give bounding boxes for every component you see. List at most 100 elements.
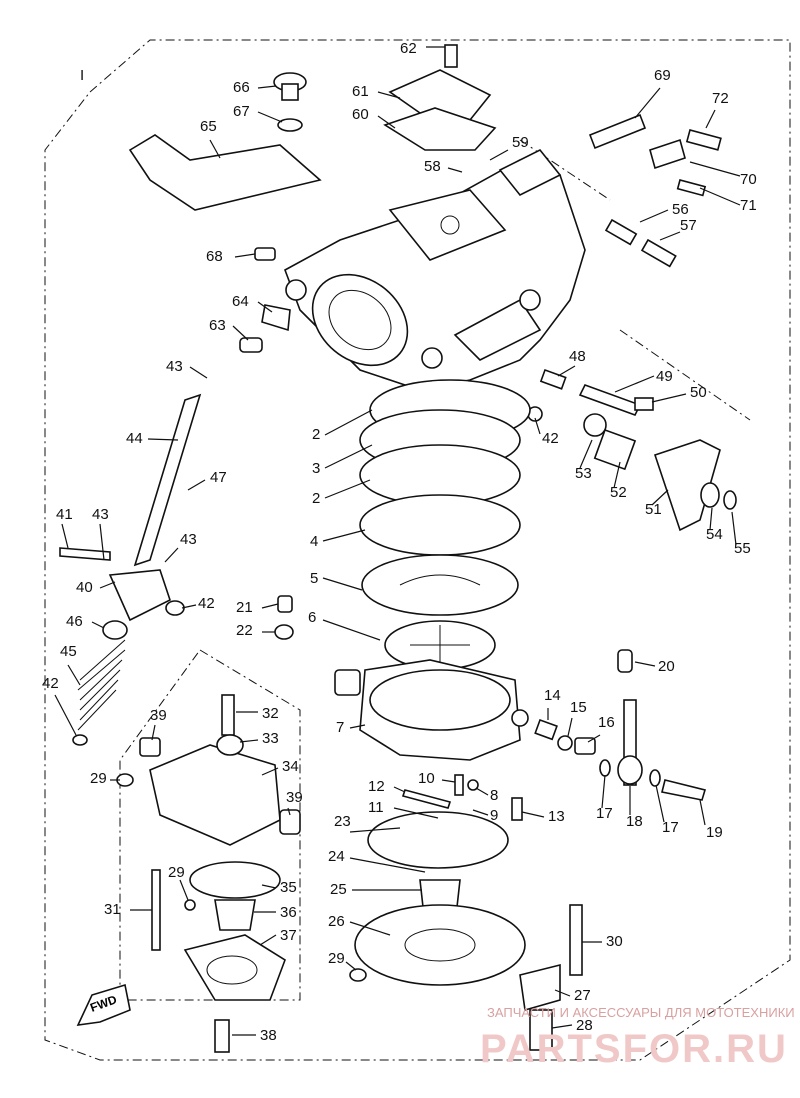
leader-line-55 [731, 511, 737, 546]
callout-label-28: 28 [576, 1017, 593, 1034]
leader-line-45 [67, 664, 81, 686]
leader-line-60 [377, 115, 396, 129]
leader-line-42 [534, 417, 541, 435]
callout-label-21: 21 [236, 599, 253, 616]
callout-label-29: 29 [90, 770, 107, 787]
leader-line-39 [287, 807, 291, 816]
leader-line-33 [239, 739, 259, 743]
callout-label-2: 2 [312, 426, 320, 443]
leader-line-43 [189, 366, 208, 379]
bracket-65 [128, 72, 322, 211]
callout-label-49: 49 [656, 368, 673, 385]
carburetor-body [284, 148, 586, 391]
callout-label-31: 31 [104, 901, 121, 918]
callout-label-67: 67 [233, 103, 250, 120]
callout-label-42: 42 [542, 430, 559, 447]
leader-line-40 [99, 581, 116, 589]
leader-line-72 [705, 109, 716, 129]
watermark-logo: PARTSFOR.RU [480, 1027, 788, 1071]
callout-label-63: 63 [209, 317, 226, 334]
callout-label-43: 43 [166, 358, 183, 375]
callout-label-39: 39 [150, 707, 167, 724]
callout-label-71: 71 [740, 197, 757, 214]
callout-label-43: 43 [180, 531, 197, 548]
leader-line-2 [324, 409, 373, 436]
leader-line-5 [322, 577, 363, 591]
callout-label-19: 19 [706, 824, 723, 841]
leader-line-68 [234, 253, 256, 258]
leader-line-65 [209, 139, 221, 159]
callout-label-55: 55 [734, 540, 751, 557]
boundary-frame [44, 39, 791, 1061]
callout-label-32: 32 [262, 705, 279, 722]
leader-line-42 [181, 604, 197, 609]
leader-line-53 [579, 439, 593, 469]
callout-label-37: 37 [280, 927, 297, 944]
leader-line-58 [447, 167, 463, 173]
leader-line-48 [557, 365, 576, 377]
callout-label-27: 27 [574, 987, 591, 1004]
leader-line-15 [567, 717, 573, 737]
callout-label-40: 40 [76, 579, 93, 596]
leader-line-51 [651, 489, 669, 506]
callout-label-26: 26 [328, 913, 345, 930]
callout-label-13: 13 [548, 808, 565, 825]
leader-line-17 [601, 774, 606, 809]
callout-label-44: 44 [126, 430, 143, 447]
leader-line-35 [261, 884, 277, 889]
leader-line-7 [349, 724, 366, 729]
callout-label-3: 3 [312, 460, 320, 477]
leader-line-28 [551, 1024, 573, 1029]
callout-label-72: 72 [712, 90, 729, 107]
leader-line-47 [187, 479, 206, 491]
callout-labels: 6261606667655958697270715657686463434849… [42, 40, 757, 1044]
leader-line-42 [54, 694, 77, 736]
callout-label-33: 33 [262, 730, 279, 747]
leader-line-29 [345, 961, 357, 971]
diaphragm-stack [359, 379, 531, 670]
leader-line-26 [349, 921, 391, 936]
leader-line-19 [699, 799, 706, 826]
leader-line-9 [472, 809, 489, 816]
callout-label-25: 25 [330, 881, 347, 898]
callout-label-23: 23 [334, 813, 351, 830]
leader-line-4 [322, 529, 366, 542]
callout-label-70: 70 [740, 171, 757, 188]
callout-label-9: 9 [490, 807, 498, 824]
callout-label-36: 36 [280, 904, 297, 921]
callout-label-11: 11 [368, 799, 384, 816]
callout-label-14: 14 [544, 687, 561, 704]
leader-line-24 [349, 857, 426, 873]
throttle-parts [527, 368, 737, 532]
leader-lines [54, 46, 741, 1036]
leader-line-69 [634, 87, 661, 119]
callout-label-24: 24 [328, 848, 345, 865]
leader-line-10 [441, 779, 456, 783]
callout-label-48: 48 [569, 348, 586, 365]
callout-label-20: 20 [658, 658, 675, 675]
leader-line-20 [634, 661, 656, 667]
callout-label-42: 42 [198, 595, 215, 612]
callout-label-4: 4 [310, 533, 318, 550]
callout-label-16: 16 [598, 714, 615, 731]
callout-label-42: 42 [42, 675, 59, 692]
cover-plates [383, 44, 497, 151]
leader-line-63 [232, 325, 249, 341]
callout-label-62: 62 [400, 40, 417, 57]
leader-line-29 [179, 879, 189, 901]
callout-label-34: 34 [282, 758, 299, 775]
leader-line-67 [257, 111, 283, 123]
leader-line-17 [655, 784, 665, 823]
leader-line-66 [257, 85, 277, 89]
leader-line-27 [554, 989, 571, 997]
callout-label-68: 68 [206, 248, 223, 265]
linkage-rod-and-spring [59, 393, 202, 746]
leader-line-6 [322, 619, 381, 641]
callout-label-50: 50 [690, 384, 707, 401]
callout-label-17: 17 [596, 805, 613, 822]
callout-label-57: 57 [680, 217, 697, 234]
callout-label-6: 6 [308, 609, 316, 626]
fwd-arrow [76, 983, 131, 1026]
callout-label-47: 47 [210, 469, 227, 486]
